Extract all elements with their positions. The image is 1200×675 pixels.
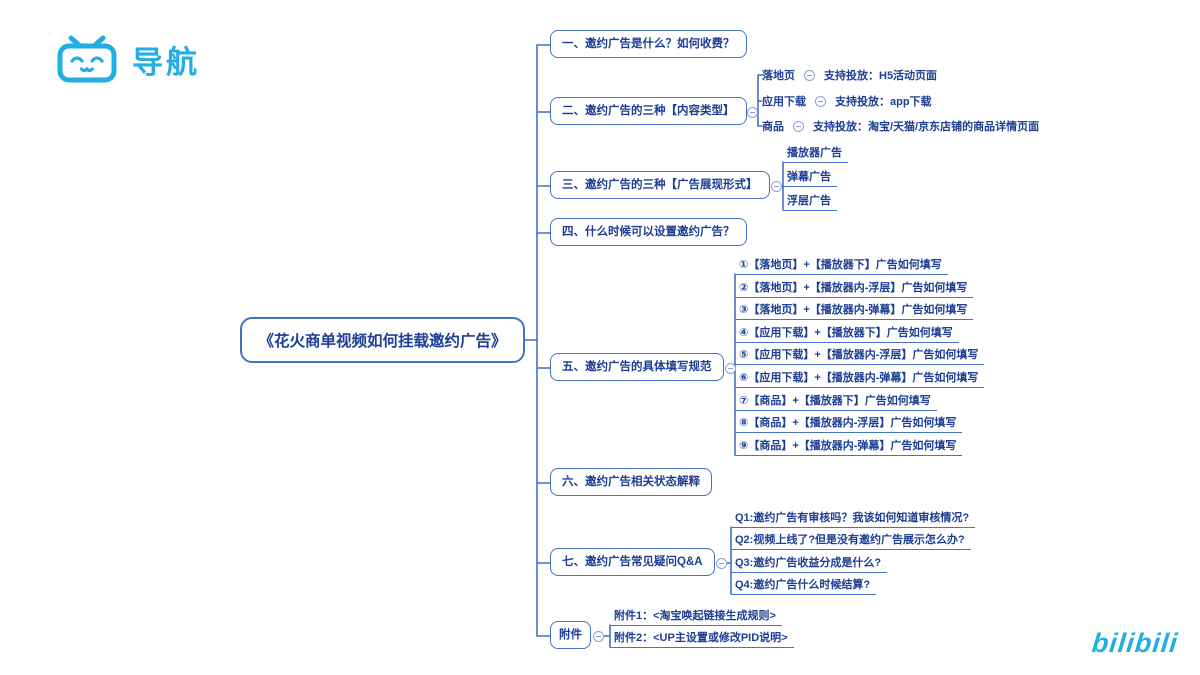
branch-display-forms[interactable]: 三、邀约广告的三种【广告展现形式】 <box>550 171 770 199</box>
collapse-toggle-attachments[interactable] <box>593 631 604 642</box>
bilibili-watermark: bilibili <box>1090 628 1180 658</box>
branch-fill-specs[interactable]: 五、邀约广告的具体填写规范 <box>550 353 724 381</box>
qa-item[interactable]: Q1:邀约广告有审核吗？我该如何知道审核情况? <box>731 511 976 528</box>
branch-content-types[interactable]: 二、邀约广告的三种【内容类型】 <box>550 97 747 125</box>
root-topic[interactable]: 《花火商单视频如何挂载邀约广告》 <box>240 317 525 363</box>
content-type-detail: 支持投放：H5活动页面 <box>824 70 938 82</box>
spec-item[interactable]: ⑨【商品】+【播放器内-弹幕】广告如何填写 <box>735 439 963 456</box>
qa-item[interactable]: Q4:邀约广告什么时候结算? <box>731 578 877 595</box>
content-type-label: 落地页 <box>762 70 795 82</box>
spec-item[interactable]: ⑦【商品】+【播放器下】广告如何填写 <box>735 394 937 411</box>
spec-item[interactable]: ③【落地页】+【播放器内-弹幕】广告如何填写 <box>735 303 974 320</box>
spec-item[interactable]: ①【落地页】+【播放器下】广告如何填写 <box>735 258 948 275</box>
bilibili-tv-icon <box>57 35 117 83</box>
content-type-label: 商品 <box>762 121 784 133</box>
branch-when-to-set[interactable]: 四、什么时候可以设置邀约广告？ <box>550 218 747 246</box>
collapse-toggle-content-types[interactable] <box>747 107 758 118</box>
spec-item[interactable]: ⑥【应用下载】+【播放器内-弹幕】广告如何填写 <box>735 371 985 388</box>
spec-item[interactable]: ⑤【应用下载】+【播放器内-浮层】广告如何填写 <box>735 348 985 365</box>
site-logo[interactable]: 导航 <box>56 34 200 84</box>
collapse-toggle[interactable] <box>804 69 815 81</box>
content-type-detail: 支持投放：app下载 <box>835 96 932 108</box>
branch-what-is-ad[interactable]: 一、邀约广告是什么？如何收费？ <box>550 30 747 58</box>
collapse-toggle-fill-specs[interactable] <box>725 363 736 374</box>
collapse-toggle[interactable] <box>815 95 826 107</box>
display-form-item[interactable]: 浮层广告 <box>783 194 837 211</box>
content-type-detail: 支持投放：淘宝/天猫/京东店铺的商品详情页面 <box>813 121 1040 133</box>
collapse-toggle-display-forms[interactable] <box>771 181 782 192</box>
branch-attachments[interactable]: 附件 <box>550 621 591 649</box>
branch-qa[interactable]: 七、邀约广告常见疑问Q&A <box>550 548 715 576</box>
content-type-label: 应用下载 <box>762 96 806 108</box>
qa-item[interactable]: Q3:邀约广告收益分成是什么? <box>731 556 888 573</box>
branch-status-explain[interactable]: 六、邀约广告相关状态解释 <box>550 468 712 496</box>
content-type-row[interactable]: 应用下载 支持投放：app下载 <box>762 93 932 109</box>
display-form-item[interactable]: 播放器广告 <box>783 146 848 163</box>
collapse-toggle[interactable] <box>793 120 804 132</box>
spec-item[interactable]: ④【应用下载】+【播放器下】广告如何填写 <box>735 326 959 343</box>
content-type-row[interactable]: 商品 支持投放：淘宝/天猫/京东店铺的商品详情页面 <box>762 118 1039 134</box>
display-form-item[interactable]: 弹幕广告 <box>783 170 837 187</box>
spec-item[interactable]: ⑧【商品】+【播放器内-浮层】广告如何填写 <box>735 416 963 433</box>
content-type-row[interactable]: 落地页 支持投放：H5活动页面 <box>762 67 937 83</box>
qa-item[interactable]: Q2:视频上线了?但是没有邀约广告展示怎么办? <box>731 533 971 550</box>
attachment-item[interactable]: 附件2：<UP主设置或修改PID说明> <box>610 631 794 648</box>
collapse-toggle-qa[interactable] <box>716 558 727 569</box>
brand-title: 导航 <box>132 44 200 80</box>
attachment-item[interactable]: 附件1：<淘宝唤起链接生成规则> <box>610 609 782 626</box>
spec-item[interactable]: ②【落地页】+【播放器内-浮层】广告如何填写 <box>735 281 974 298</box>
